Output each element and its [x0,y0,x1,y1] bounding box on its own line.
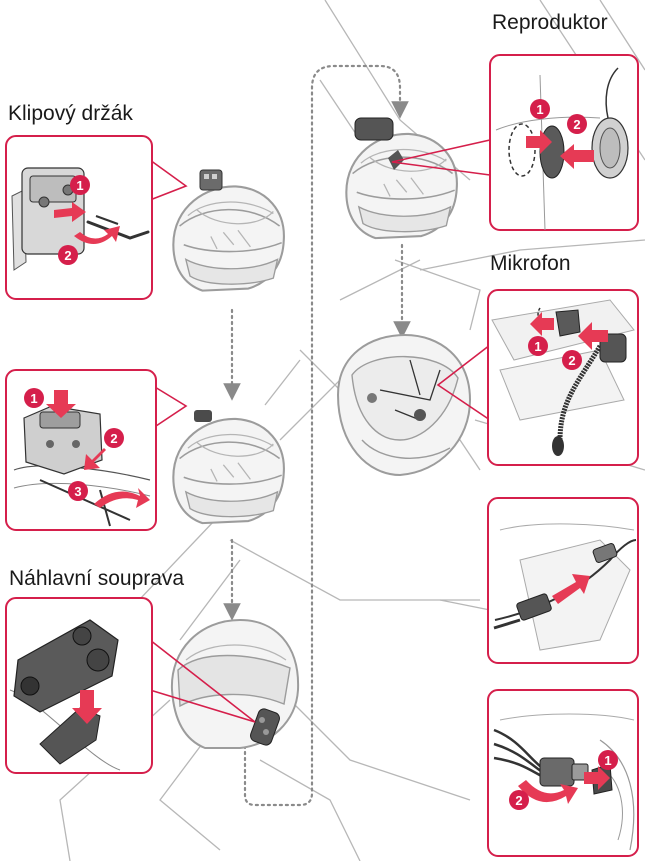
helmet-1 [173,170,284,291]
svg-text:1: 1 [604,753,611,768]
step-badge: 1 [24,388,44,408]
helmet-5 [338,335,470,475]
svg-text:1: 1 [76,178,83,193]
svg-text:1: 1 [536,102,543,117]
step-badge: 1 [530,99,550,119]
label-speaker: Reproduktor [492,12,608,33]
helmet-4 [346,118,457,238]
step-badge: 1 [528,336,548,356]
step-badge: 3 [68,481,88,501]
label-clip-mount: Klipový držák [8,103,133,124]
svg-text:2: 2 [110,431,117,446]
step-badge: 2 [562,350,582,370]
svg-text:2: 2 [568,353,575,368]
svg-text:3: 3 [74,484,81,499]
step-badge: 2 [509,790,529,810]
svg-text:1: 1 [30,391,37,406]
panel-cable-connect-2 [488,690,638,856]
step-badge: 2 [567,114,587,134]
svg-text:2: 2 [515,793,522,808]
step-badge: 2 [58,245,78,265]
label-headset: Náhlavní souprava [9,568,184,589]
panel-headset [6,598,152,773]
step-badge: 2 [104,428,124,448]
step-badge: 1 [598,750,618,770]
panel-clip-mount [6,136,152,299]
svg-text:2: 2 [573,117,580,132]
svg-text:1: 1 [534,339,541,354]
helmet-4-headset [355,118,393,140]
helmet-2 [173,410,284,523]
panel-cable-connect [488,498,638,663]
step-badge: 1 [70,175,90,195]
label-microphone: Mikrofon [490,253,571,274]
clip-mount-part [200,170,222,190]
panel-microphone [488,290,638,465]
panel-speaker [490,55,638,230]
svg-text:2: 2 [64,248,71,263]
helmet-3 [172,620,298,748]
